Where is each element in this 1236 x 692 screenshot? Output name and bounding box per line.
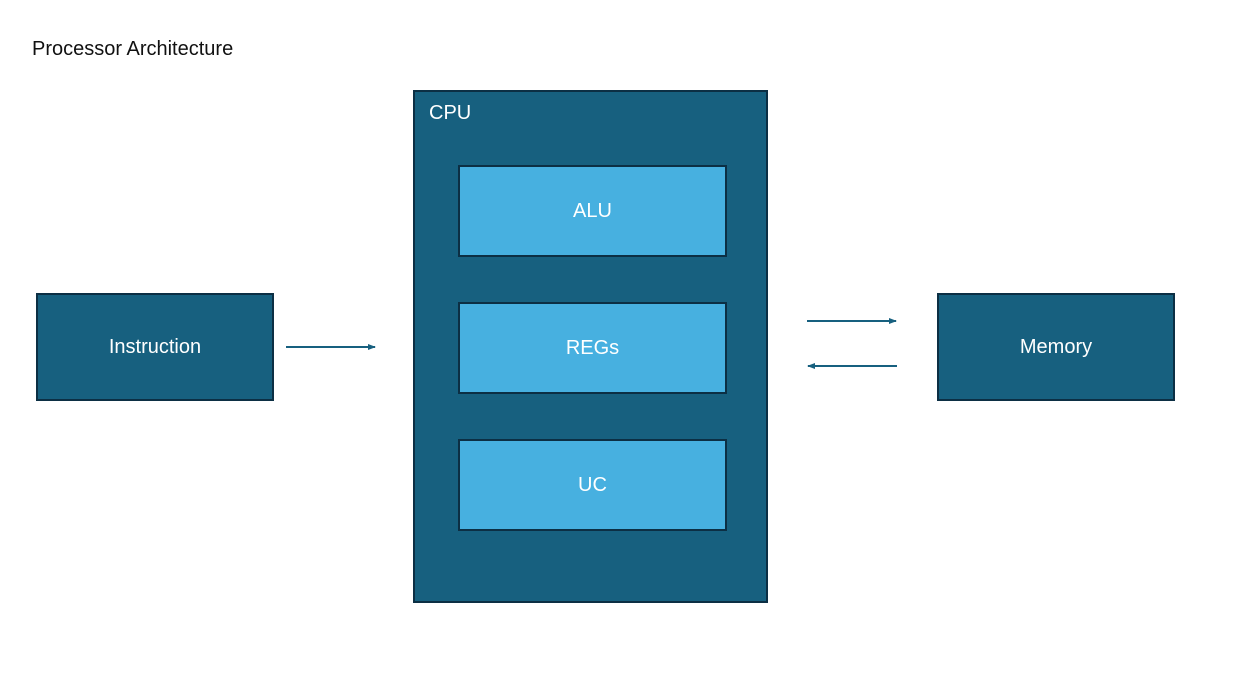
regs-label: REGs — [565, 336, 620, 359]
memory-box: Memory — [937, 293, 1175, 401]
instruction-label: Instruction — [108, 335, 202, 358]
instruction-box: Instruction — [36, 293, 274, 401]
alu-box: ALU — [458, 165, 727, 257]
uc-box: UC — [458, 439, 727, 531]
cpu-label: CPU — [429, 102, 472, 124]
uc-label: UC — [578, 473, 607, 496]
diagram-title: Processor Architecture — [32, 38, 234, 60]
cpu-box: CPU ALU REGs UC — [413, 90, 768, 603]
memory-label: Memory — [1019, 335, 1093, 358]
regs-box: REGs — [458, 302, 727, 394]
alu-label: ALU — [573, 199, 612, 222]
